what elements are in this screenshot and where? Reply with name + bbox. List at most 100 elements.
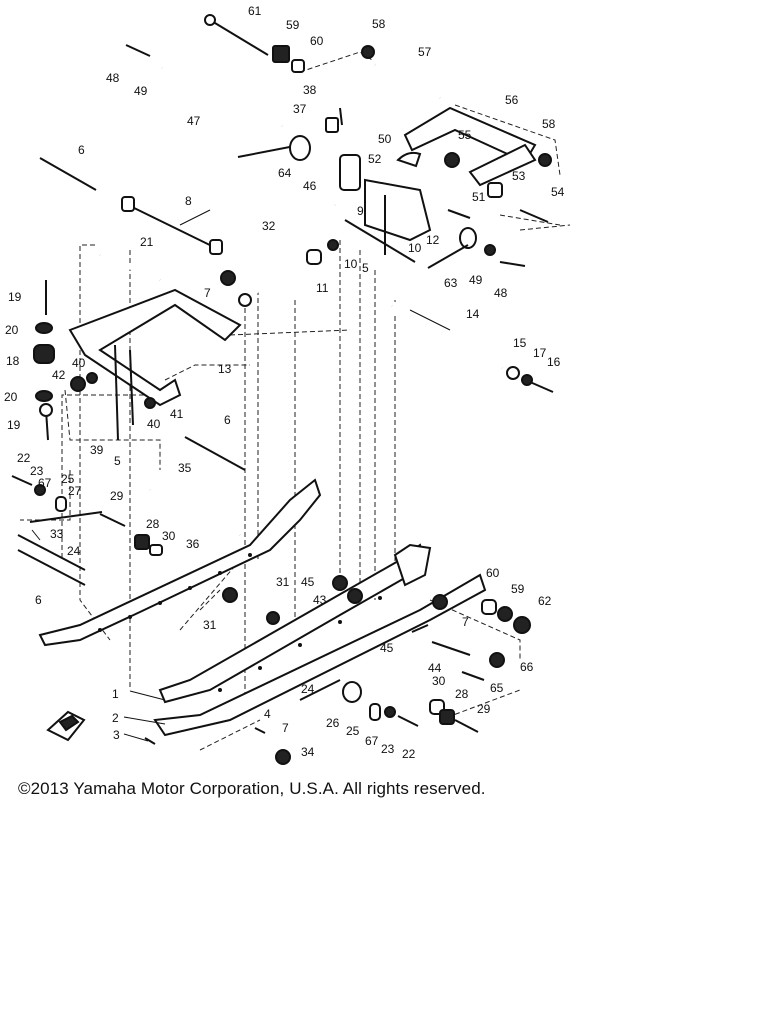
part-label: 61: [248, 4, 262, 18]
part-label: 57: [418, 45, 432, 59]
part-label: 38: [303, 83, 317, 97]
part-label: 59: [511, 582, 525, 596]
part-label: 30: [162, 529, 176, 543]
part-label: 35: [178, 461, 192, 475]
part-label: 1: [112, 687, 119, 701]
part-label: 26: [326, 716, 340, 730]
part-label: 37: [293, 102, 307, 116]
part-label: 63: [444, 276, 458, 290]
part-label: 54: [551, 185, 565, 199]
part-label: 33: [50, 527, 64, 541]
part-label: 6: [78, 143, 85, 157]
rear-arm-and-rails: [11, 475, 531, 765]
part-label: 2: [112, 711, 119, 725]
exploded-parts-diagram: 61 59 58 60 57 48 49 38 56 37 47 58 55 5…: [4, 4, 571, 765]
part-label: 5: [114, 454, 121, 468]
part-label: 60: [310, 34, 324, 48]
part-label: 39: [90, 443, 104, 457]
part-label: 48: [494, 286, 508, 300]
part-label: 48: [106, 71, 120, 85]
part-label: 58: [542, 117, 556, 131]
part-label: 24: [301, 682, 315, 696]
part-label: 9: [357, 204, 364, 218]
part-label: 13: [218, 362, 232, 376]
part-label: 41: [170, 407, 184, 421]
part-label: 28: [146, 517, 160, 531]
part-label: 6: [224, 413, 231, 427]
part-label: 36: [186, 537, 200, 551]
part-label: 7: [204, 286, 211, 300]
part-label: 19: [8, 290, 22, 304]
leader-lines: [31, 209, 451, 742]
part-label: 7: [462, 615, 469, 629]
part-label: 34: [301, 745, 315, 759]
part-label: 30: [432, 674, 446, 688]
part-label: 7: [282, 721, 289, 735]
part-label: 11: [316, 281, 329, 295]
part-label: 12: [426, 233, 440, 247]
part-label: 51: [472, 190, 486, 204]
part-labels: 61 59 58 60 57 48 49 38 56 37 47 58 55 5…: [4, 4, 565, 761]
part-label: 23: [30, 464, 44, 478]
part-label: 25: [346, 724, 360, 738]
upper-arm-assembly: [125, 14, 552, 269]
part-label: 40: [72, 356, 86, 370]
part-label: 62: [538, 594, 552, 608]
part-label: 55: [458, 128, 472, 142]
part-label: 27: [68, 484, 82, 498]
part-label: 64: [278, 166, 292, 180]
part-label: 52: [368, 152, 382, 166]
part-label: 17: [533, 346, 547, 360]
rail-holes: [98, 553, 382, 692]
part-label: 20: [5, 323, 19, 337]
part-label: 10: [408, 241, 422, 255]
part-label: 22: [402, 747, 416, 761]
part-label: 29: [110, 489, 124, 503]
part-label: 18: [6, 354, 20, 368]
part-label: 3: [113, 728, 120, 742]
part-label: 5: [362, 261, 369, 275]
part-label: 45: [380, 641, 394, 655]
part-label: 24: [67, 544, 81, 558]
part-label: 28: [455, 687, 469, 701]
part-label: 40: [147, 417, 161, 431]
part-label: 67: [38, 476, 52, 490]
part-label: 21: [140, 235, 154, 249]
assembly-guide-lines: [20, 51, 571, 751]
part-label: 43: [313, 593, 327, 607]
part-label: 58: [372, 17, 386, 31]
part-label: 10: [344, 257, 358, 271]
part-label: 44: [428, 661, 442, 675]
part-label: 60: [486, 566, 500, 580]
part-label: 6: [35, 593, 42, 607]
part-label: 50: [378, 132, 392, 146]
part-label: 20: [4, 390, 18, 404]
part-label: 65: [490, 681, 504, 695]
part-label: 42: [52, 368, 66, 382]
copyright-notice: ©2013 Yamaha Motor Corporation, U.S.A. A…: [18, 779, 486, 798]
part-label: 14: [466, 307, 480, 321]
part-label: 53: [512, 169, 526, 183]
part-label: 56: [505, 93, 519, 107]
part-label: 49: [469, 273, 483, 287]
part-label: 15: [513, 336, 527, 350]
part-label: 31: [203, 618, 217, 632]
part-label: 67: [365, 734, 379, 748]
part-label: 23: [381, 742, 395, 756]
part-label: 8: [185, 194, 192, 208]
part-label: 29: [477, 702, 491, 716]
part-label: 66: [520, 660, 534, 674]
part-label: 49: [134, 84, 148, 98]
part-label: 22: [17, 451, 31, 465]
part-label: 19: [7, 418, 21, 432]
part-label: 31: [276, 575, 290, 589]
part-label: 47: [187, 114, 201, 128]
part-label: 59: [286, 18, 300, 32]
part-label: 46: [303, 179, 317, 193]
part-label: 16: [547, 355, 561, 369]
front-arm-assembly: [33, 157, 554, 471]
part-label: 4: [264, 707, 271, 721]
part-label: 45: [301, 575, 315, 589]
part-label: 32: [262, 219, 276, 233]
part-label: 25: [61, 472, 75, 486]
